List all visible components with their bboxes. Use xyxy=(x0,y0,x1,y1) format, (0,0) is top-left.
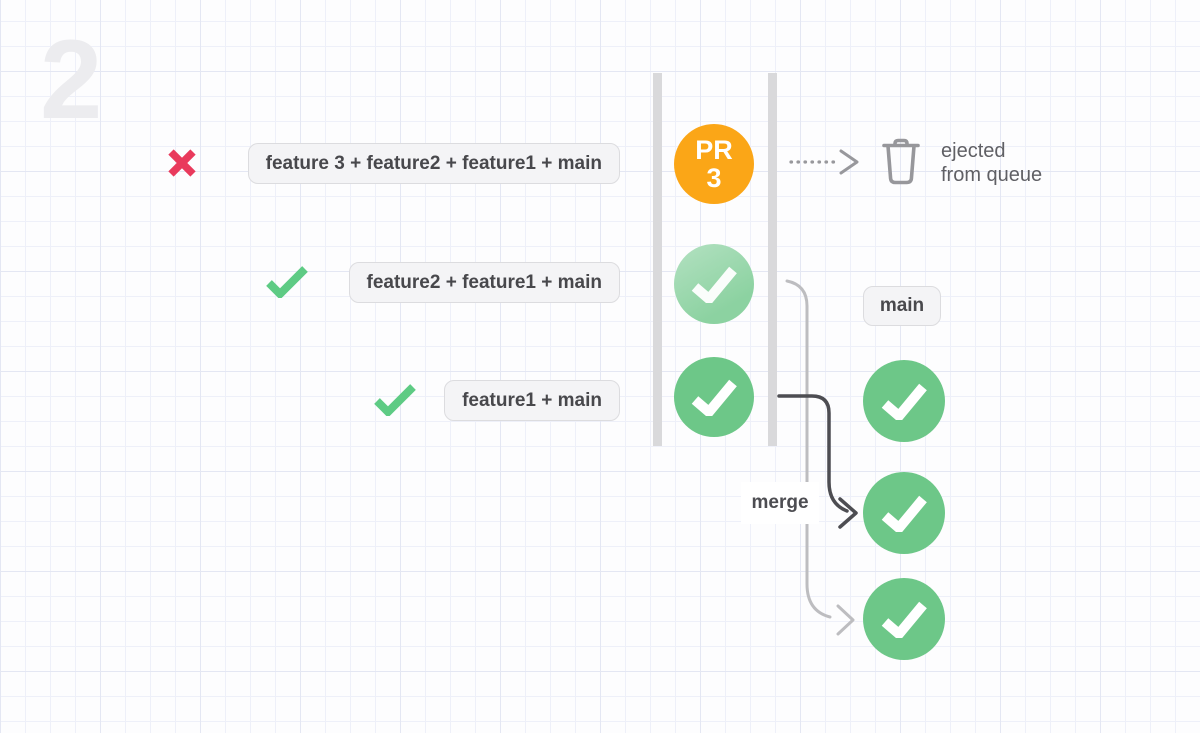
main-commit-1 xyxy=(863,360,945,442)
batch-label-2: feature2 + feature1 + main xyxy=(348,262,620,303)
ejected-note-line1: ejected xyxy=(941,140,1006,162)
batch-label-1: feature 3 + feature2 + feature1 + main xyxy=(247,143,620,184)
pr-circle: PR 3 xyxy=(674,124,754,204)
main-branch-label: main xyxy=(863,286,941,326)
eject-dotted-arrow xyxy=(789,149,859,175)
pr-badge-line1: PR xyxy=(695,135,733,165)
check-icon xyxy=(881,601,927,638)
failed-x-icon xyxy=(168,149,196,177)
step-number: 2 xyxy=(40,17,102,142)
queue-commit-passing xyxy=(674,244,754,324)
pr-badge-line2: 3 xyxy=(706,163,722,193)
ejected-note: ejected from queue xyxy=(941,139,1042,187)
check-icon xyxy=(691,379,737,416)
check-icon xyxy=(881,495,927,532)
next-merge-arrow xyxy=(785,279,855,636)
check-icon xyxy=(881,383,927,420)
queue-rail-left xyxy=(653,73,662,446)
trash-icon xyxy=(882,138,920,185)
ejected-note-line2: from queue xyxy=(941,164,1043,186)
merge-label: merge xyxy=(741,482,819,524)
queue-rail-right xyxy=(768,73,777,446)
queue-commit-passed xyxy=(674,357,754,437)
pr-badge: PR 3 xyxy=(695,136,733,192)
main-commit-2 xyxy=(863,472,945,554)
main-commit-3 xyxy=(863,578,945,660)
check-icon xyxy=(691,266,737,303)
check-icon xyxy=(374,384,416,416)
check-icon xyxy=(266,266,308,298)
batch-label-3: feature1 + main xyxy=(444,380,620,421)
